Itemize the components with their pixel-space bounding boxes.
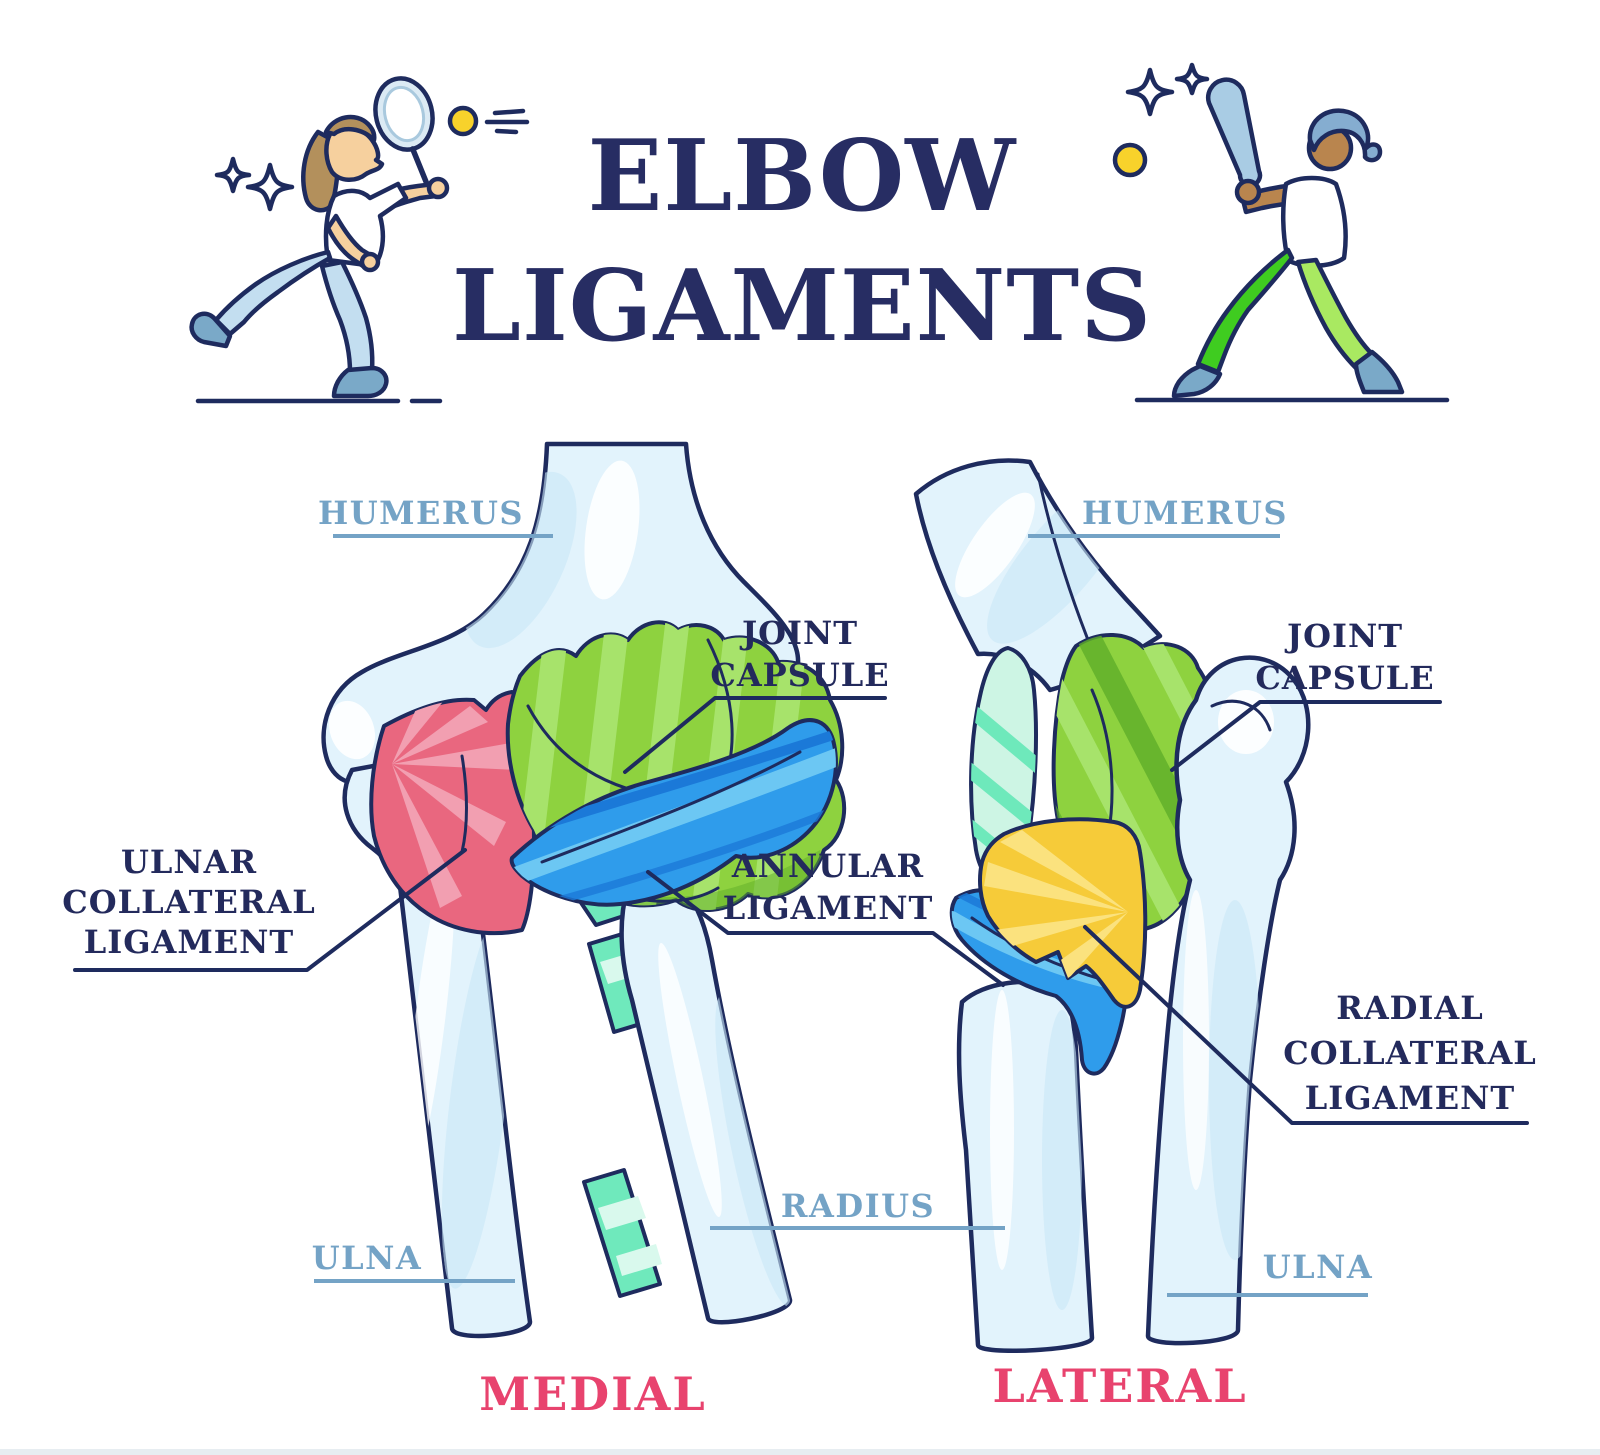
radial-collateral-ligament-label: RADIAL COLLATERAL LIGAMENT [1283, 989, 1537, 1117]
medial-elbow-illustration [321, 444, 847, 1336]
title-line-1: ELBOW [587, 119, 1017, 234]
ulna-label-lateral: ULNA [1262, 1248, 1374, 1286]
sparkle-icon [214, 156, 295, 212]
motion-lines-icon [484, 108, 530, 135]
tennis-racket-icon [373, 76, 435, 191]
radial-collateral-ligament-stripes [984, 830, 1128, 986]
baseball-player-icon [1112, 62, 1450, 403]
baseball-bat-icon [1206, 77, 1263, 188]
tennis-player-icon [189, 76, 530, 404]
sparkle-icon [1125, 62, 1210, 117]
annular-ligament-label: ANNULAR LIGAMENT [722, 847, 934, 927]
ulna-label-medial: ULNA [311, 1239, 423, 1277]
joint-capsule-label-medial: JOINT CAPSULE [710, 614, 890, 694]
lateral-elbow-illustration [916, 456, 1308, 1350]
label-underlines-bone [314, 534, 1368, 1297]
title-line-2: LIGAMENTS [452, 249, 1152, 364]
joint-capsule-label-lateral: JOINT CAPSULE [1255, 617, 1435, 697]
radius-label: RADIUS [780, 1187, 936, 1225]
tennis-ball-icon [447, 105, 479, 137]
image-bottom-edge [0, 1449, 1600, 1455]
medial-view-label: MEDIAL [479, 1367, 707, 1421]
lateral-view-label: LATERAL [992, 1359, 1248, 1413]
baseball-icon [1112, 142, 1148, 178]
ulnar-collateral-ligament-label: ULNAR COLLATERAL LIGAMENT [62, 843, 316, 961]
page-title: ELBOW LIGAMENTS [452, 112, 1152, 372]
ulnar-collateral-ligament-stripes [392, 698, 518, 908]
label-leader-lines [73, 696, 1529, 1125]
humerus-label-medial: HUMERUS [317, 494, 525, 532]
humerus-label-lateral: HUMERUS [1081, 494, 1289, 532]
